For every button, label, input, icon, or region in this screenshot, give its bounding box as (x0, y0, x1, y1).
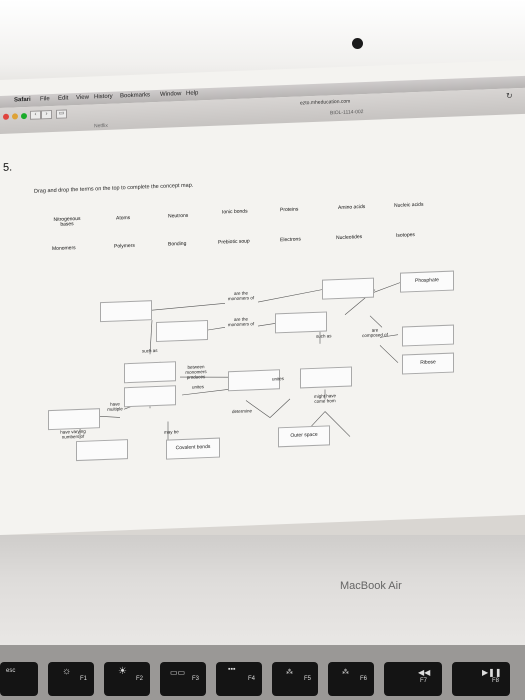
f8-key[interactable]: ▶❚❚F8 (452, 662, 510, 696)
f1-key[interactable]: ☼F1 (48, 662, 94, 696)
f6-key[interactable]: ⁂F6 (328, 662, 374, 696)
drop-box[interactable] (402, 324, 454, 347)
drop-box[interactable] (275, 311, 327, 334)
drop-box[interactable] (48, 408, 100, 431)
f3-key[interactable]: ▭▭F3 (160, 662, 206, 696)
drop-box-outer-space[interactable]: Outer space (278, 425, 330, 448)
link-label: are the monomers of (227, 316, 255, 328)
f2-key[interactable]: ☀F2 (104, 662, 150, 696)
camera (352, 38, 363, 49)
link-label: might have come from (313, 393, 336, 404)
laptop-brand: MacBook Air (340, 580, 402, 592)
laptop-chin (0, 535, 525, 645)
link-label: are the monomers of (227, 290, 255, 302)
screen: Safari File Edit View History Bookmarks … (0, 59, 525, 535)
link-label: have varying numbers of (60, 428, 86, 440)
link-label: determine (232, 408, 253, 415)
drop-box[interactable] (100, 300, 152, 323)
drop-box[interactable] (300, 366, 352, 389)
link-label: such as (142, 347, 158, 354)
esc-key[interactable]: esc (0, 662, 38, 696)
concept-map-connectors (79, 282, 401, 442)
drop-box[interactable] (76, 439, 128, 462)
drop-box[interactable] (322, 277, 374, 300)
link-label: unites (272, 376, 285, 382)
link-label: between monomers produces (185, 364, 207, 380)
link-label: have multiple (107, 401, 123, 412)
drop-box[interactable] (156, 320, 208, 343)
link-label: unites (192, 384, 205, 390)
drop-box-covalent-bonds[interactable]: Covalent bonds (166, 437, 220, 460)
drop-box-ribose[interactable]: Ribose (402, 352, 454, 375)
drop-box[interactable] (124, 385, 176, 408)
link-label: may be (164, 429, 179, 435)
f7-key[interactable]: ◀◀F7 (384, 662, 442, 696)
link-label: are composed of (362, 327, 388, 339)
drop-box[interactable] (124, 361, 176, 384)
link-label: such as (316, 333, 332, 339)
drop-box-phosphate[interactable]: Phosphate (400, 270, 454, 293)
f4-key[interactable]: ▪▪▪F4 (216, 662, 262, 696)
f5-key[interactable]: ⁂F5 (272, 662, 318, 696)
